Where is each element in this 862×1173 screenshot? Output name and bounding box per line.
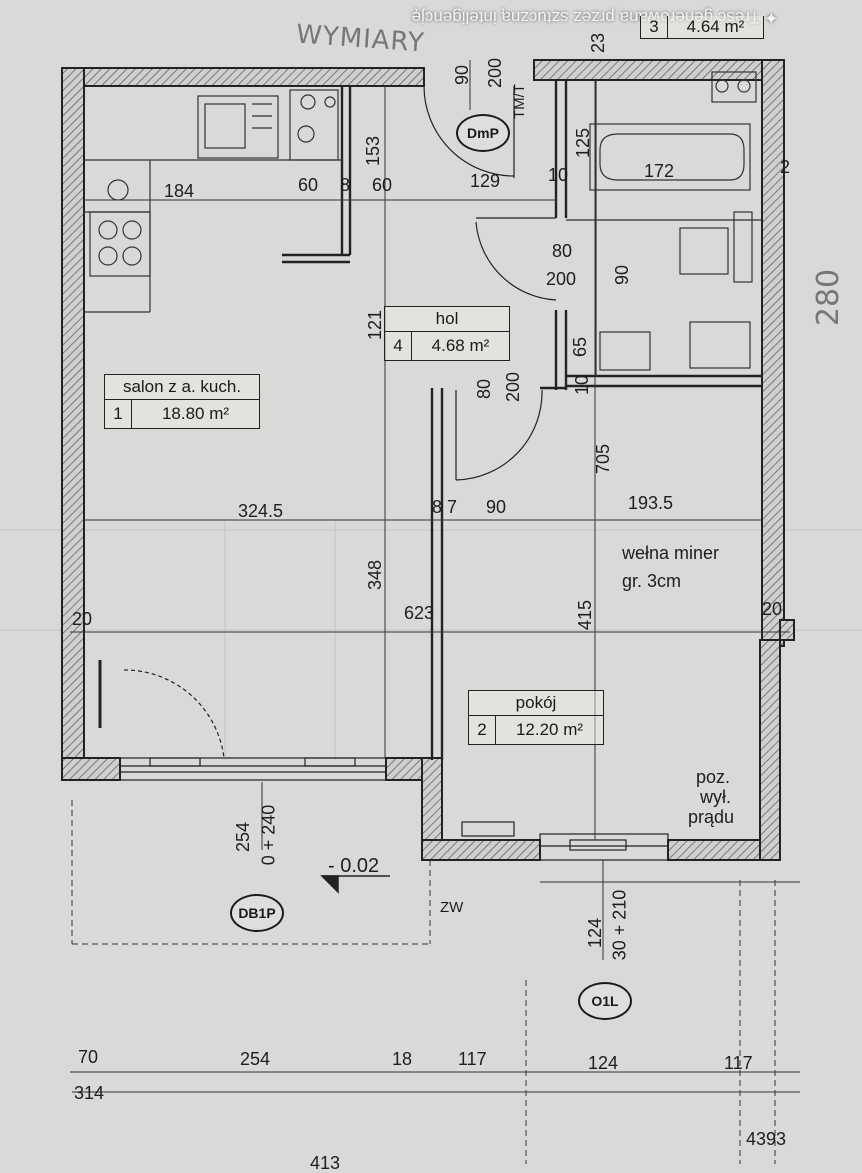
dim-65: 65 (570, 336, 591, 358)
room-name: hol (385, 307, 509, 332)
exterior-walls (61, 59, 795, 861)
note-power-3: prądu (688, 807, 735, 827)
room-area: 18.80 m² (161, 404, 230, 423)
windows (119, 757, 669, 861)
dim-121: 121 (365, 309, 386, 341)
dim-b70: 70 (78, 1047, 99, 1067)
dim-80a: 80 (552, 241, 573, 261)
dim-top-90: 90 (452, 64, 473, 86)
dim-200b: 200 (503, 371, 524, 403)
dim-348: 348 (365, 559, 386, 591)
dim-90v: 90 (612, 264, 633, 286)
dim-87: 8 7 (432, 497, 458, 517)
room-number: 1 (105, 400, 132, 428)
dim-b254: 254 (240, 1049, 271, 1069)
dim-b314: 314 (74, 1083, 105, 1103)
room-number: 2 (469, 716, 496, 744)
dim-324: 324.5 (238, 501, 284, 521)
room-tag-living: salon z a. kuch. 1 18.80 m² (104, 374, 260, 429)
dim-90h: 90 (486, 497, 507, 517)
dim-184: 184 (164, 181, 195, 201)
dim-705: 705 (593, 443, 614, 475)
dim-top-200: 200 (485, 57, 506, 89)
dim-200a: 200 (546, 269, 577, 289)
handwritten-note-right: 280 (811, 268, 847, 327)
dim-2: 2 (780, 157, 791, 177)
note-insulation-1: wełna miner (622, 543, 720, 563)
room-tag-bathroom: 3 4.64 m² (640, 16, 764, 39)
dim-20r: 20 (762, 599, 783, 619)
marker-o1l: O1L (578, 982, 632, 1020)
note-power-2: wył. (700, 787, 731, 807)
room-name: salon z a. kuch. (105, 375, 259, 400)
room-area: 4.64 m² (686, 17, 745, 36)
note-power-1: poz. (696, 767, 731, 787)
room-area: 4.68 m² (431, 336, 490, 355)
room-number: 4 (385, 332, 412, 360)
dim-0240: 0 + 240 (258, 804, 279, 866)
note-zw: ZW (440, 899, 464, 916)
dim-23: 23 (588, 32, 609, 54)
dim-b4393: 4393 (746, 1129, 787, 1149)
dim-b18: 18 (392, 1049, 413, 1069)
dim-10b: 10 (572, 374, 593, 396)
dim-415: 415 (575, 599, 596, 631)
dim-125: 125 (573, 127, 594, 159)
note-tmt: TM/T (511, 84, 528, 119)
room-tag-hall: hol 4 4.68 m² (384, 306, 510, 361)
dim-254v: 254 (233, 821, 254, 853)
dim-60a: 60 (298, 175, 319, 195)
dim-10a: 10 (548, 165, 569, 185)
dim-129: 129 (470, 171, 501, 191)
dim-b117a: 117 (458, 1049, 487, 1069)
level-marker (320, 875, 390, 894)
dim-b413: 413 (310, 1153, 341, 1173)
dim-8a: 8 (340, 175, 351, 195)
dim-80b: 80 (474, 378, 495, 400)
room-tag-room: pokój 2 12.20 m² (468, 690, 604, 745)
room-name: pokój (469, 691, 603, 716)
dim-623: 623 (404, 603, 435, 623)
interior-walls (282, 80, 762, 760)
dim-20l: 20 (72, 609, 93, 629)
dim-172: 172 (644, 161, 675, 181)
marker-db1p: DB1P (230, 894, 284, 932)
note-level: - 0.02 (328, 855, 380, 877)
dim-60b: 60 (372, 175, 393, 195)
marker-dmp: DmP (456, 114, 510, 152)
dim-b117b: 117 (724, 1053, 753, 1073)
room-area: 12.20 m² (515, 720, 584, 739)
bathroom-fixtures (566, 71, 762, 376)
dim-30210: 30 + 210 (609, 889, 630, 961)
dim-124v: 124 (585, 917, 606, 949)
door-swings (98, 85, 557, 759)
note-insulation-2: gr. 3cm (622, 571, 682, 591)
dim-193: 193.5 (628, 493, 674, 513)
dim-153: 153 (363, 135, 384, 167)
dimension-lines (70, 60, 800, 1164)
kitchen-units (84, 89, 342, 313)
room-number: 3 (641, 16, 668, 38)
dim-b124: 124 (588, 1053, 619, 1073)
